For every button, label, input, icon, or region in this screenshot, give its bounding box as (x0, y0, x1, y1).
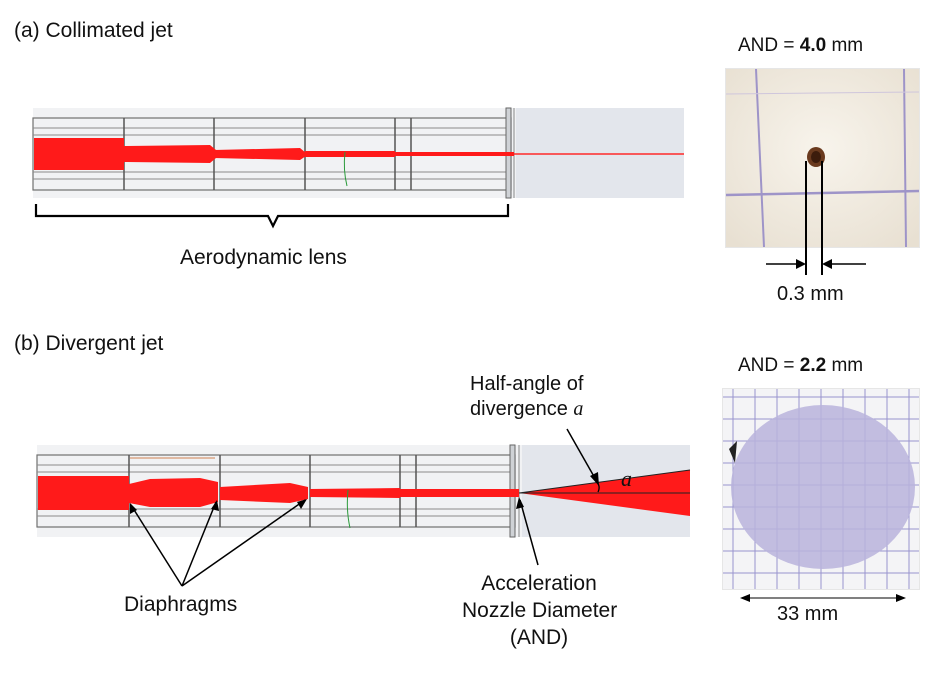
nozzle-line1: Acceleration (481, 572, 597, 595)
and-label-a: AND = 4.0 mm (738, 36, 863, 55)
photo-a-drawing (726, 69, 919, 247)
lens-bracket (34, 204, 510, 229)
and-unit-b: mm (826, 355, 864, 376)
chamber-a (516, 108, 684, 198)
aerodynamic-lens-label: Aerodynamic lens (180, 246, 347, 269)
nozzle-line2: Nozzle Diameter (462, 599, 618, 622)
and-prefix-b: AND = (738, 355, 800, 376)
deposit-photo-b (722, 388, 920, 590)
chamber-b (522, 445, 690, 537)
jet-beam-b (38, 470, 690, 516)
half-angle-line2: divergence a (470, 397, 583, 422)
diaphragms-label: Diaphragms (124, 593, 238, 616)
nozzle-label: Acceleration Nozzle Diameter (AND) (462, 570, 618, 651)
deposit-spot-b (731, 405, 915, 569)
diaphragm-arrows (130, 499, 306, 587)
deposit-photo-a (725, 68, 920, 248)
and-prefix-a: AND = (738, 35, 800, 56)
panel-a-title: (a) Collimated jet (14, 19, 173, 42)
jet-beam-a (34, 138, 514, 170)
and-value-a: 4.0 (799, 35, 827, 56)
divergent-cone (519, 470, 690, 516)
half-angle-line1: Half-angle of (470, 373, 584, 395)
photo-b-drawing (723, 389, 919, 589)
angle-symbol-label: a (573, 398, 584, 420)
lens-body-a (33, 108, 683, 198)
nozzle-line3: (AND) (509, 626, 569, 649)
and-value-b: 2.2 (799, 355, 827, 376)
and-label-b: AND = 2.2 mm (738, 356, 863, 375)
spot-size-b: 33 mm (777, 603, 839, 625)
angle-symbol: a (621, 466, 632, 491)
panel-b-title: (b) Divergent jet (14, 332, 164, 355)
half-angle-line2-text: divergence (470, 398, 574, 420)
half-angle-label: Half-angle of divergence a (470, 372, 583, 422)
and-unit-a: mm (826, 35, 864, 56)
spot-size-a: 0.3 mm (777, 283, 844, 305)
